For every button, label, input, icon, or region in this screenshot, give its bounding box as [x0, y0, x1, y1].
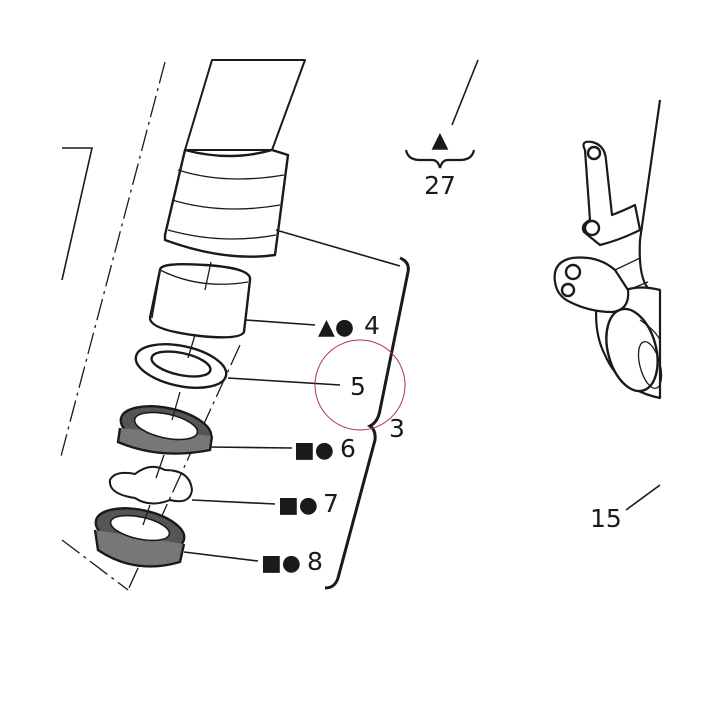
callout-8-number: 8	[307, 547, 323, 576]
callout-8: ■● 8	[261, 547, 323, 576]
callout-7: ■● 7	[278, 489, 339, 518]
callout-6: ■● 6	[294, 434, 356, 463]
callout-27: ▲ 27	[404, 128, 476, 200]
callout-27-brace	[404, 149, 476, 169]
callout-3-number: 3	[389, 414, 405, 443]
callout-6-number: 6	[340, 434, 356, 463]
part-5-washer	[134, 343, 228, 389]
callout-27-number: 27	[424, 171, 456, 200]
leader-lines	[183, 59, 661, 562]
callout-7-symbols: ■●	[278, 493, 318, 518]
callout-15-number: 15	[590, 504, 622, 533]
part-7-clip	[108, 465, 193, 505]
part-axis-segments	[142, 261, 212, 526]
callout-7-number: 7	[323, 489, 339, 518]
callout-4: ▲● 4	[318, 311, 380, 340]
callout-8-symbols: ■●	[261, 551, 301, 576]
callout-4-symbols: ▲●	[318, 315, 354, 340]
part-8-dust-seal	[93, 507, 186, 568]
fork-tube	[163, 59, 306, 258]
part-6-seal	[116, 405, 214, 455]
callout-5-number: 5	[350, 372, 366, 401]
assembly-brace-3	[324, 256, 410, 590]
callout-6-symbols: ■●	[294, 438, 334, 463]
left-bracket-line	[61, 147, 94, 281]
callout-27-symbols: ▲	[432, 128, 449, 153]
callout-4-number: 4	[364, 311, 380, 340]
leader-tube-to-brace	[275, 229, 401, 267]
part-4-bushing	[148, 262, 252, 339]
highlight-circle	[314, 339, 406, 431]
fork-bottom-assembly	[553, 99, 663, 400]
